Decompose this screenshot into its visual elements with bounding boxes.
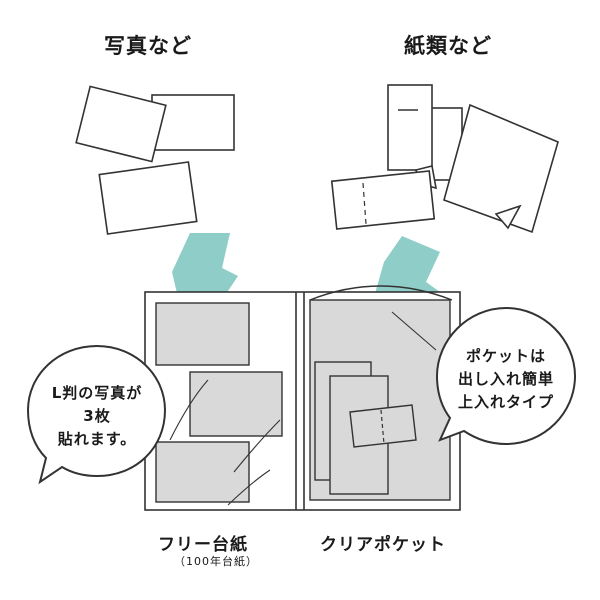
- free-mount-label: フリー台紙: [158, 535, 248, 555]
- bubble-left-line: L判の写真が: [51, 384, 143, 402]
- paper-documents-illustration: [330, 84, 559, 234]
- curled-paper: [443, 103, 559, 234]
- bubble-left: [26, 344, 167, 485]
- free-mount-sublabel: （100年台紙）: [174, 555, 258, 568]
- loose-photos-illustration: [75, 85, 235, 235]
- free-mount-page: [155, 302, 283, 506]
- bubble-left-line: 3枚: [83, 407, 111, 425]
- paper-sheet: [387, 84, 433, 171]
- clear-pocket-label: クリアポケット: [320, 535, 446, 555]
- mounted-photo: [155, 302, 250, 366]
- bubble-left-line: 貼れます。: [57, 430, 137, 448]
- photos-heading: 写真など: [104, 34, 192, 58]
- mounted-photo: [189, 371, 283, 437]
- photo-card: [151, 94, 235, 151]
- bubble-right-line: 上入れタイプ: [457, 393, 554, 411]
- photo-card: [75, 85, 167, 163]
- papers-heading: 紙類など: [404, 34, 492, 58]
- bubble-left-text: L判の写真が 3枚 貼れます。: [30, 382, 164, 451]
- bubble-right: [435, 306, 577, 446]
- mounted-photo: [155, 441, 250, 503]
- ticket-stub: [330, 170, 436, 230]
- clear-pocket-page: [309, 285, 453, 501]
- bubble-right-line: ポケットは: [465, 347, 546, 365]
- bubble-right-line: 出し入れ簡単: [457, 370, 554, 388]
- bubble-right-text: ポケットは 出し入れ簡単 上入れタイプ: [440, 345, 572, 414]
- photo-card: [98, 161, 198, 235]
